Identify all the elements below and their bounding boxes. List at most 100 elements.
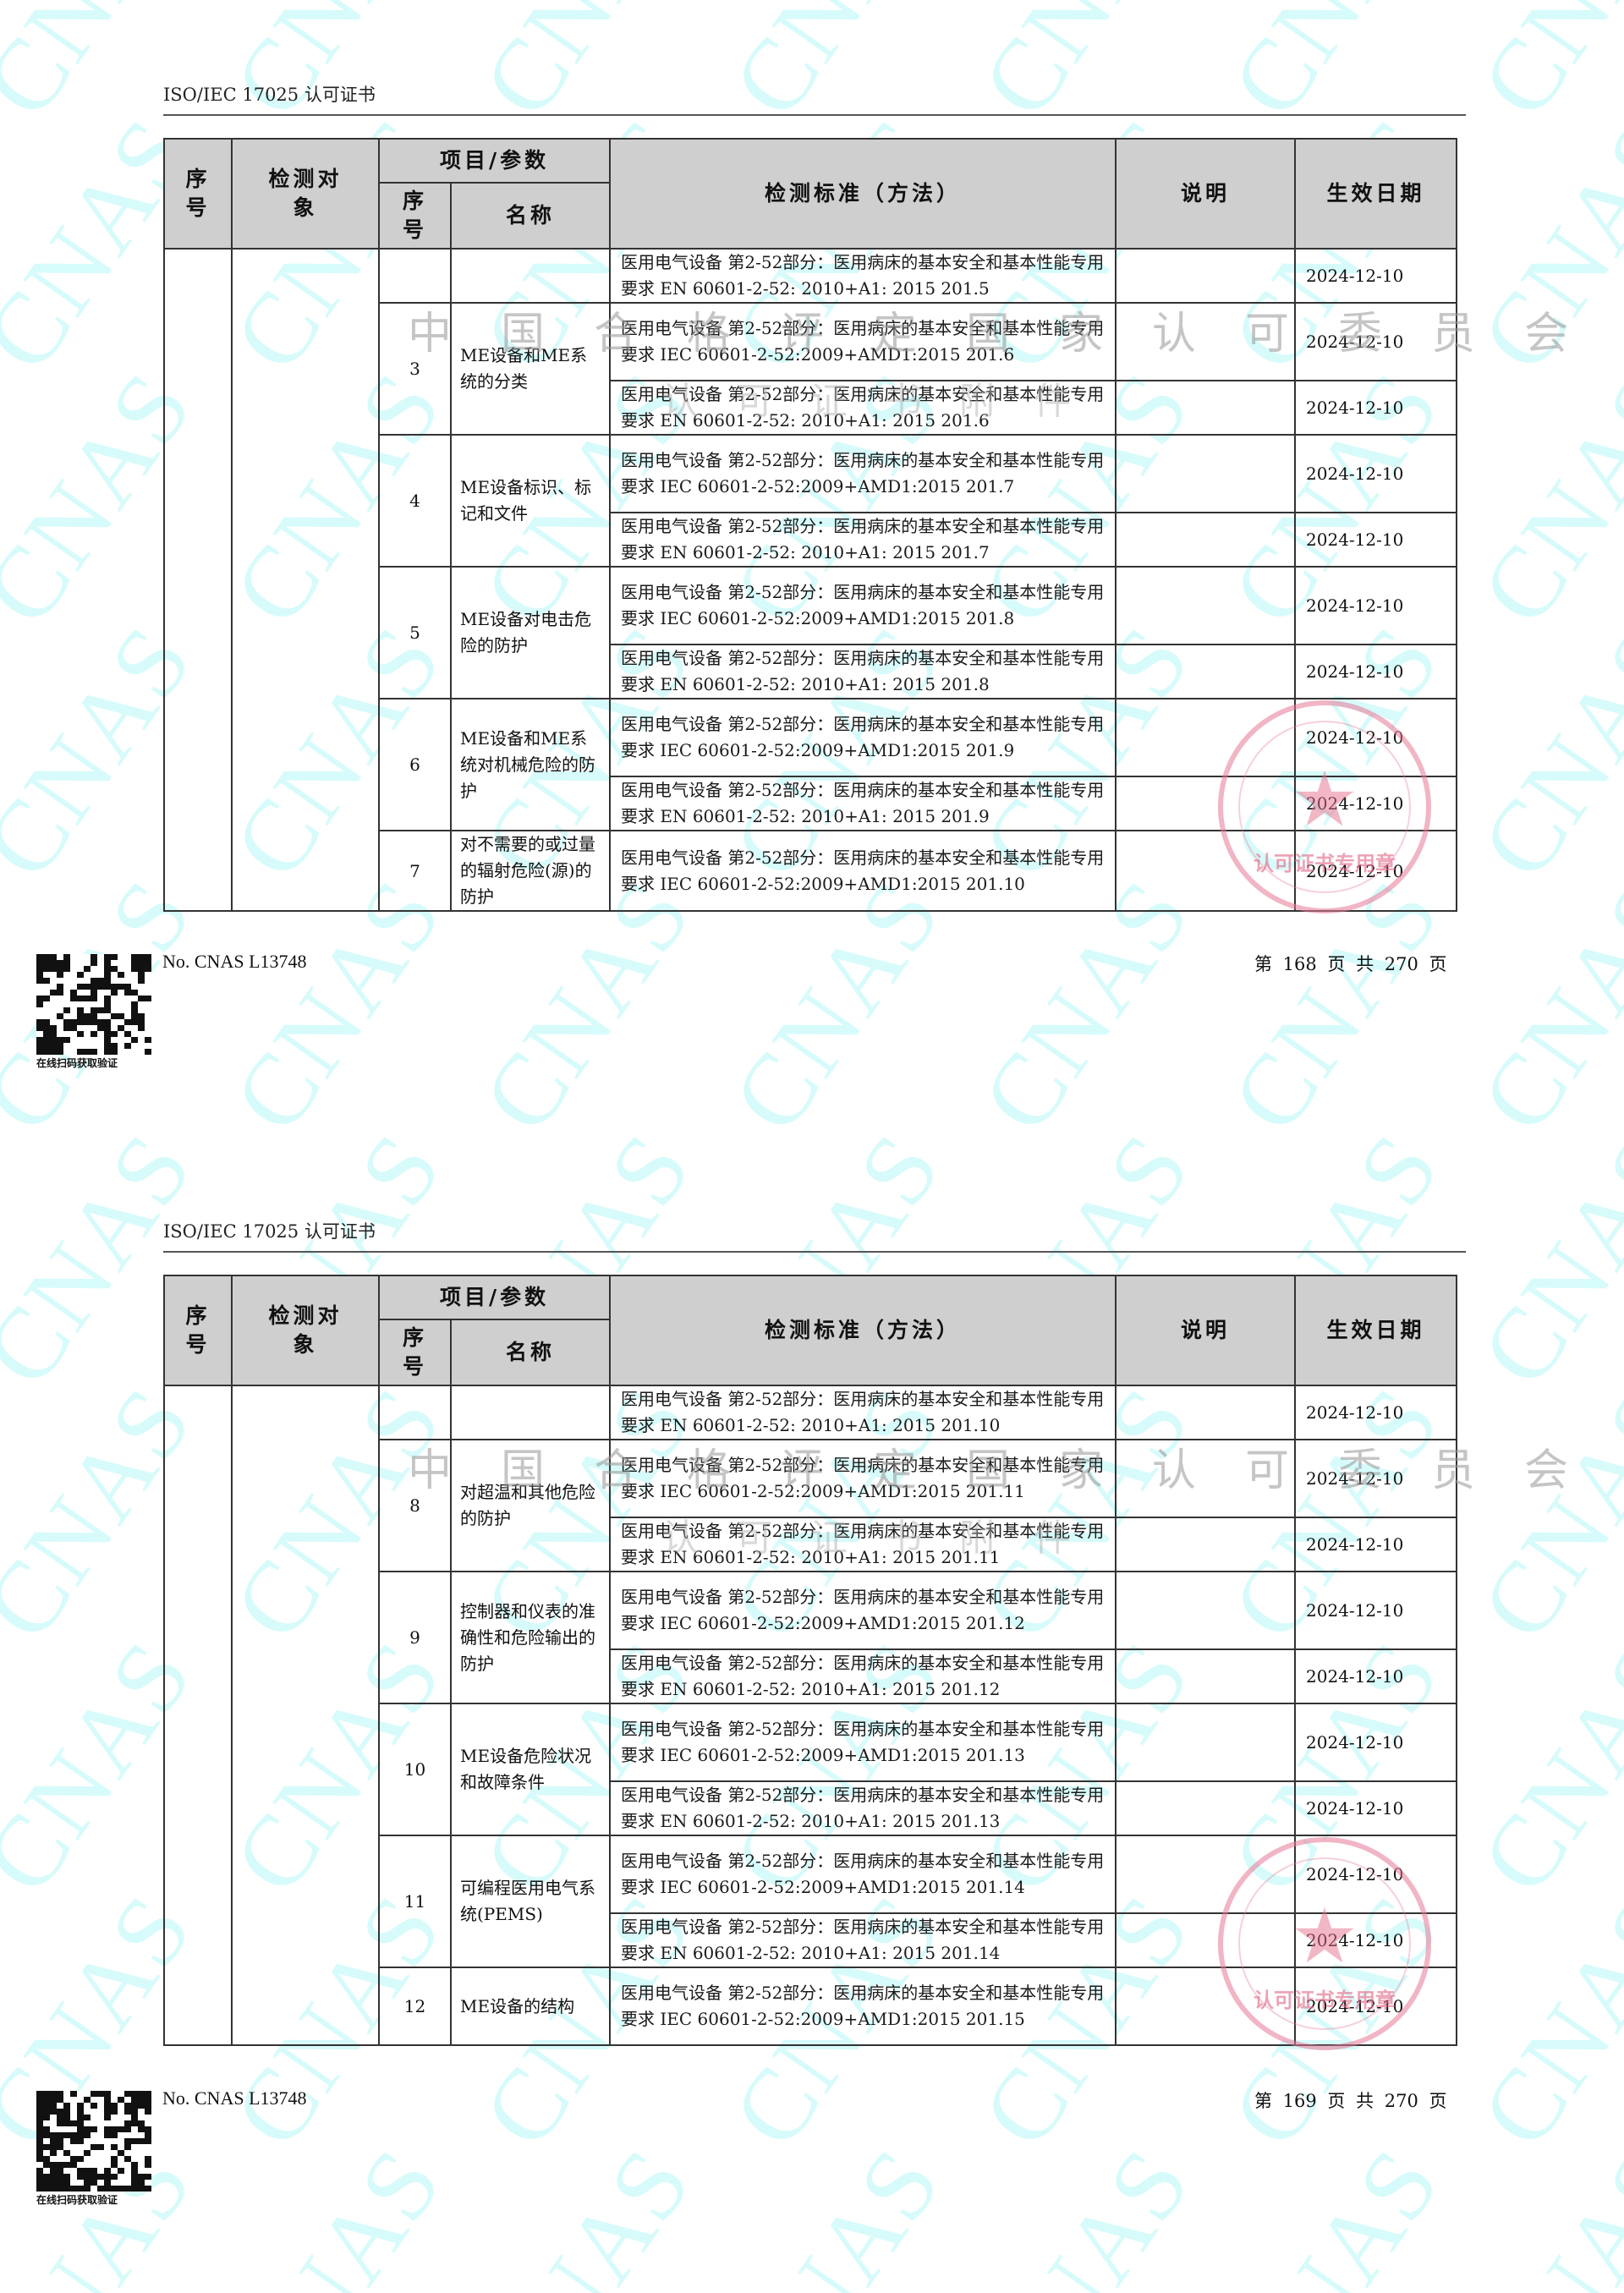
table-row: 医用电气设备 第2-52部分：医用病床的基本安全和基本性能专用要求 EN 606…	[164, 776, 1458, 831]
effective-date: 2024-12-10	[1294, 248, 1458, 304]
col-header-item-param: 项目/参数	[377, 1275, 612, 1320]
note-cell	[1115, 1517, 1297, 1572]
col-header-object: 检测对象	[231, 138, 380, 250]
effective-date: 2024-12-10	[1294, 698, 1458, 777]
page-indicator: 第 168 页 共 270 页	[1254, 954, 1447, 974]
col-header-item-seq: 序号	[378, 182, 452, 250]
item-name: ME设备和ME系统的分类	[449, 302, 612, 436]
col-header-object: 检测对象	[231, 1275, 380, 1386]
item-name: ME设备和ME系统对机械危险的防护	[449, 698, 612, 831]
item-name: ME设备对电击危险的防护	[449, 566, 612, 699]
accreditation-table: 序号 检测对象 项目/参数 检测标准（方法） 说明 生效日期 序号 名称 医用电…	[163, 1275, 1458, 2046]
table-row: 医用电气设备 第2-52部分：医用病床的基本安全和基本性能专用要求 EN 606…	[164, 380, 1458, 436]
col-header-note: 说明	[1115, 1275, 1297, 1386]
effective-date: 2024-12-10	[1294, 1517, 1458, 1572]
note-cell	[1115, 1780, 1297, 1836]
test-standard: 医用电气设备 第2-52部分：医用病床的基本安全和基本性能专用要求 IEC 60…	[609, 1703, 1117, 1782]
effective-date: 2024-12-10	[1294, 566, 1458, 645]
note-cell	[1115, 776, 1297, 831]
note-cell	[1115, 302, 1297, 381]
test-standard: 医用电气设备 第2-52部分：医用病床的基本安全和基本性能专用要求 IEC 60…	[609, 434, 1117, 513]
effective-date: 2024-12-10	[1294, 1967, 1458, 2046]
col-header-effective-date: 生效日期	[1294, 138, 1458, 250]
col-header-seq: 序号	[163, 1275, 233, 1386]
item-number: 9	[378, 1571, 452, 1704]
effective-date: 2024-12-10	[1294, 644, 1458, 699]
col-header-standard: 检测标准（方法）	[609, 138, 1117, 250]
test-standard: 医用电气设备 第2-52部分：医用病床的基本安全和基本性能专用要求 EN 606…	[609, 776, 1117, 831]
note-cell	[1115, 1571, 1297, 1650]
test-standard: 医用电气设备 第2-52部分：医用病床的基本安全和基本性能专用要求 IEC 60…	[609, 1835, 1117, 1914]
test-standard: 医用电气设备 第2-52部分：医用病床的基本安全和基本性能专用要求 EN 606…	[609, 1780, 1117, 1836]
item-number: 12	[378, 1967, 452, 2046]
verification-qr-code[interactable]: 在线扫码获取验证	[36, 2091, 155, 2206]
item-number: 5	[378, 566, 452, 699]
effective-date: 2024-12-10	[1294, 830, 1458, 912]
page-indicator: 第 169 页 共 270 页	[1254, 2091, 1447, 2111]
table-row: 医用电气设备 第2-52部分：医用病床的基本安全和基本性能专用要求 EN 606…	[163, 248, 1458, 912]
note-cell	[1115, 434, 1297, 513]
effective-date: 2024-12-10	[1294, 1703, 1458, 1782]
note-cell	[1115, 512, 1297, 568]
test-standard: 医用电气设备 第2-52部分：医用病床的基本安全和基本性能专用要求 EN 606…	[609, 1648, 1117, 1704]
object-cell	[231, 248, 380, 912]
test-standard: 医用电气设备 第2-52部分：医用病床的基本安全和基本性能专用要求 EN 606…	[609, 248, 1117, 304]
item-name: ME设备危险状况和故障条件	[449, 1703, 612, 1836]
test-standard: 医用电气设备 第2-52部分：医用病床的基本安全和基本性能专用要求 IEC 60…	[609, 566, 1117, 645]
table-row: 医用电气设备 第2-52部分：医用病床的基本安全和基本性能专用要求 EN 606…	[164, 512, 1458, 568]
object-cell	[231, 1385, 380, 2046]
note-cell	[1115, 1648, 1297, 1704]
table-row: 医用电气设备 第2-52部分：医用病床的基本安全和基本性能专用要求 EN 606…	[164, 1780, 1458, 1836]
test-standard: 医用电气设备 第2-52部分：医用病床的基本安全和基本性能专用要求 EN 606…	[609, 1385, 1117, 1440]
item-number	[378, 248, 452, 304]
item-name	[449, 1385, 612, 1440]
test-standard: 医用电气设备 第2-52部分：医用病床的基本安全和基本性能专用要求 IEC 60…	[609, 1571, 1117, 1650]
note-cell	[1115, 1385, 1297, 1440]
effective-date: 2024-12-10	[1294, 302, 1458, 381]
note-cell	[1115, 1703, 1297, 1782]
test-standard: 医用电气设备 第2-52部分：医用病床的基本安全和基本性能专用要求 EN 606…	[609, 644, 1117, 699]
item-name: ME设备的结构	[449, 1967, 612, 2046]
col-header-standard: 检测标准（方法）	[609, 1275, 1117, 1386]
certificate-number: No. CNAS L13748	[162, 2087, 307, 2109]
page-header-title: ISO/IEC 17025 认可证书	[163, 1221, 376, 1242]
col-header-item-seq: 序号	[378, 1319, 452, 1386]
test-standard: 医用电气设备 第2-52部分：医用病床的基本安全和基本性能专用要求 EN 606…	[609, 1517, 1117, 1572]
test-standard: 医用电气设备 第2-52部分：医用病床的基本安全和基本性能专用要求 IEC 60…	[609, 1439, 1117, 1518]
qr-code-icon	[36, 2091, 151, 2192]
item-name: 可编程医用电气系统(PEMS)	[449, 1835, 612, 1968]
effective-date: 2024-12-10	[1294, 1835, 1458, 1914]
col-header-item-name: 名称	[449, 182, 612, 250]
item-number: 8	[378, 1439, 452, 1572]
effective-date: 2024-12-10	[1294, 1439, 1458, 1518]
effective-date: 2024-12-10	[1294, 776, 1458, 831]
note-cell	[1115, 1439, 1297, 1518]
effective-date: 2024-12-10	[1294, 512, 1458, 568]
verification-qr-code[interactable]: 在线扫码获取验证	[36, 954, 155, 1069]
col-header-effective-date: 生效日期	[1294, 1275, 1458, 1386]
test-standard: 医用电气设备 第2-52部分：医用病床的基本安全和基本性能专用要求 EN 606…	[609, 512, 1117, 568]
item-number: 7	[378, 830, 452, 912]
accreditation-table: 序号 检测对象 项目/参数 检测标准（方法） 说明 生效日期 序号 名称 医用电…	[163, 138, 1458, 912]
note-cell	[1115, 698, 1297, 777]
note-cell	[1115, 1967, 1297, 2046]
col-header-seq: 序号	[163, 138, 233, 250]
table-row: 医用电气设备 第2-52部分：医用病床的基本安全和基本性能专用要求 EN 606…	[163, 1385, 1458, 2046]
qr-caption: 在线扫码获取验证	[36, 1057, 118, 1069]
header-divider	[163, 1251, 1466, 1253]
effective-date: 2024-12-10	[1294, 434, 1458, 513]
table-row: 医用电气设备 第2-52部分：医用病床的基本安全和基本性能专用要求 EN 606…	[164, 1517, 1458, 1572]
item-number: 6	[378, 698, 452, 831]
test-standard: 医用电气设备 第2-52部分：医用病床的基本安全和基本性能专用要求 EN 606…	[609, 380, 1117, 436]
effective-date: 2024-12-10	[1294, 1780, 1458, 1836]
note-cell	[1115, 1912, 1297, 1968]
test-standard: 医用电气设备 第2-52部分：医用病床的基本安全和基本性能专用要求 IEC 60…	[609, 830, 1117, 912]
note-cell	[1115, 566, 1297, 645]
item-number: 4	[378, 434, 452, 568]
